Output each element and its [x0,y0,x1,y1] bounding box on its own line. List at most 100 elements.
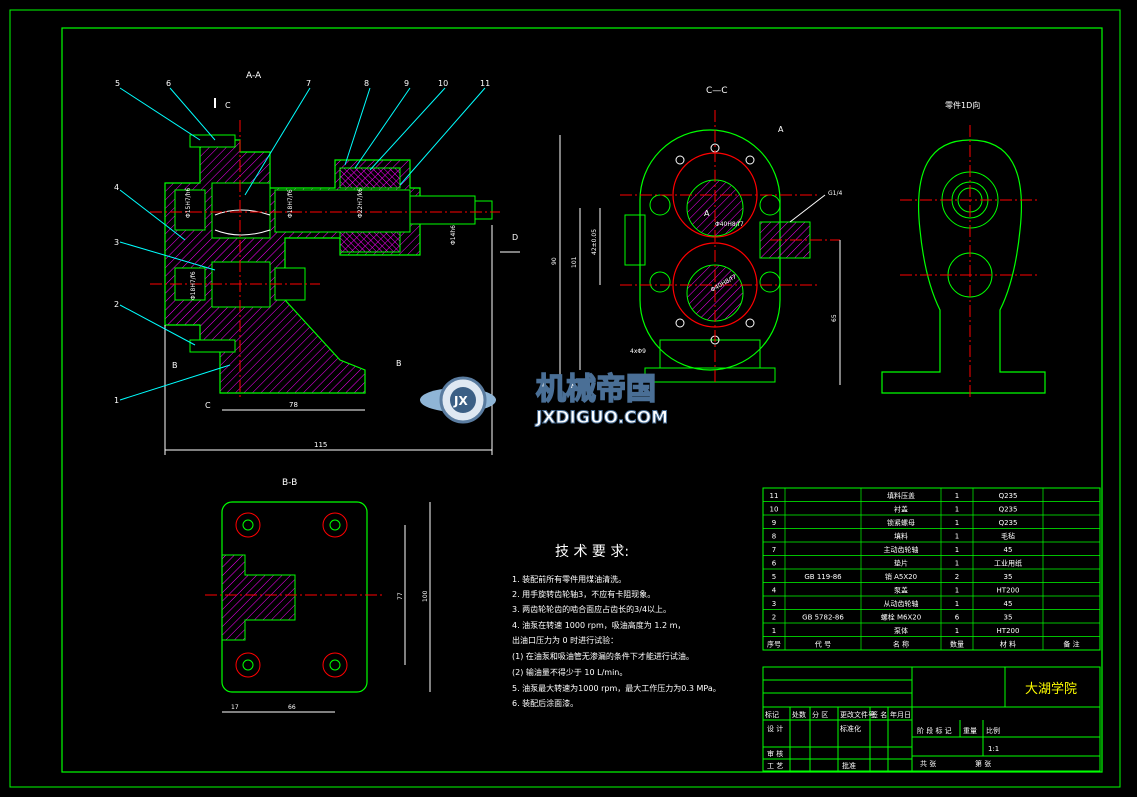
balloon-9: 9 [404,79,409,88]
bom-cell: Q235 [999,506,1018,514]
bom-cell: Q235 [999,492,1018,500]
svg-text:签 名: 签 名 [871,710,887,719]
svg-text:比例: 比例 [986,726,1000,735]
requirement-6: 6. 装配后涂面漆。 [512,698,578,708]
bom-cell: 3 [772,600,776,608]
svg-text:阶 段 标 记: 阶 段 标 记 [917,726,952,735]
bom-header-qty: 数量 [950,640,964,649]
svg-text:A: A [778,125,784,134]
svg-text:分 区: 分 区 [812,710,828,719]
bom-cell: 1 [955,546,959,554]
watermark: JX 机械帝国 JXDIGUO.COM [420,371,669,429]
bom-cell: 35 [1004,614,1013,622]
balloon-5: 5 [115,79,120,88]
requirement-1: 1. 装配前所有零件用煤油清洗。 [512,574,626,584]
bom-cell: 10 [770,506,779,514]
balloon-10: 10 [438,79,448,88]
svg-text:标准化: 标准化 [840,724,861,733]
watermark-cn: 机械帝国 [536,372,656,407]
bom-cell: 1 [955,519,959,527]
bom-cell: 35 [1004,573,1013,581]
requirements-title: 技 术 要 求: [555,544,629,560]
bom-cell: 5 [772,573,776,581]
bom-cell: 1 [955,492,959,500]
school-name: 大湖学院 [1025,681,1077,697]
bom-cell: 毛毡 [1001,532,1015,541]
bom-cell: 7 [772,546,776,554]
watermark-logo: JX [453,394,468,408]
bom-cell: 4 [772,587,777,595]
svg-text:Φ14h6: Φ14h6 [450,225,457,245]
view-aa: A-A 78 115 Φ15H7/h6 Φ18H7/f6 Φ22H7/k6 [114,71,520,455]
svg-text:C: C [205,401,211,410]
watermark-en: JXDIGUO.COM [535,408,668,428]
svg-text:Φ22H7/k6: Φ22H7/k6 [357,188,364,218]
svg-text:零件1D向: 零件1D向 [945,100,980,110]
bom-cell: 8 [772,533,776,541]
bom-cell: 工业用纸 [994,559,1022,568]
bom-cell: 9 [772,519,776,527]
svg-text:1:1: 1:1 [988,745,999,753]
svg-text:B-B: B-B [282,478,297,488]
svg-text:标记: 标记 [765,710,779,719]
bom-header-no: 序号 [767,640,781,649]
svg-text:115: 115 [314,441,327,449]
requirement-5: 5. 油泵最大转速为1000 rpm，最大工作压力为0.3 MPa。 [512,683,721,693]
svg-text:17: 17 [231,704,239,711]
svg-text:第 张: 第 张 [975,759,991,768]
svg-text:4xΦ9: 4xΦ9 [630,348,646,355]
tech-requirements: 技 术 要 求: 1. 装配前所有零件用煤油清洗。 2. 用手旋转齿轮轴3，不应… [512,544,721,708]
bom-cell: 螺栓 M6X20 [881,613,921,622]
balloon-3: 3 [114,238,119,247]
requirement-4d: (2) 输油量不得少于 10 L/min。 [512,667,627,677]
svg-text:D: D [512,233,518,242]
svg-text:处数: 处数 [792,710,806,719]
bom-cell: 从动齿轮轴 [884,599,919,608]
svg-text:90: 90 [551,257,558,265]
inner-frame [61,27,1103,773]
svg-text:A: A [704,209,710,218]
bom-cell: 1 [955,506,959,514]
title-block: 大湖学院 标记 处数 分 区 更改文件号 签 名 年月日 设 计 标准化 审 核… [762,666,1101,772]
view-bb: B-B 77 100 17 66 [205,478,431,713]
svg-text:更改文件号: 更改文件号 [840,710,875,719]
bom-cell: 2 [772,614,776,622]
svg-text:B: B [172,361,178,370]
svg-text:批准: 批准 [842,761,856,770]
balloon-7: 7 [306,79,311,88]
bom-cell: 1 [772,627,776,635]
bom-cell: 1 [955,627,959,635]
view-cc: C—C [551,86,842,385]
svg-text:Φ18H7/f6: Φ18H7/f6 [190,271,197,300]
balloon-8: 8 [364,79,369,88]
bom-cell: 锁紧螺母 [887,518,915,527]
svg-text:G1/4: G1/4 [828,190,842,197]
svg-text:年月日: 年月日 [890,710,911,719]
bom-cell: 1 [955,600,959,608]
svg-text:78: 78 [289,401,298,409]
svg-text:C—C: C—C [706,86,728,96]
bom-cell: 45 [1004,600,1013,608]
bom-cell: 衬盖 [894,505,908,514]
bom-cell: Q235 [999,519,1018,527]
svg-text:101: 101 [571,256,578,268]
requirement-3: 3. 两齿轮轮齿的啮合面应占齿长的3/4以上。 [512,604,671,614]
bom-cell: 垫片 [894,559,908,568]
bom-header-material: 材 料 [1000,640,1016,649]
bom-cell: HT200 [997,587,1020,595]
svg-text:42±0.05: 42±0.05 [591,229,598,255]
svg-text:Φ15H7/h6: Φ15H7/h6 [185,187,192,218]
balloon-2: 2 [114,300,119,309]
svg-text:Φ40H8/f7: Φ40H8/f7 [715,221,744,228]
bom-cell: 1 [955,560,959,568]
view-aa-title: A-A [246,71,262,81]
balloon-1: 1 [114,396,119,405]
bom-cell: 1 [955,587,959,595]
bom-cell: 45 [1004,546,1013,554]
bom-cell: 2 [955,573,959,581]
balloon-11: 11 [480,79,490,88]
bom-cell: 泵体 [894,626,908,635]
svg-text:100: 100 [422,590,429,602]
svg-text:设 计: 设 计 [767,724,783,733]
